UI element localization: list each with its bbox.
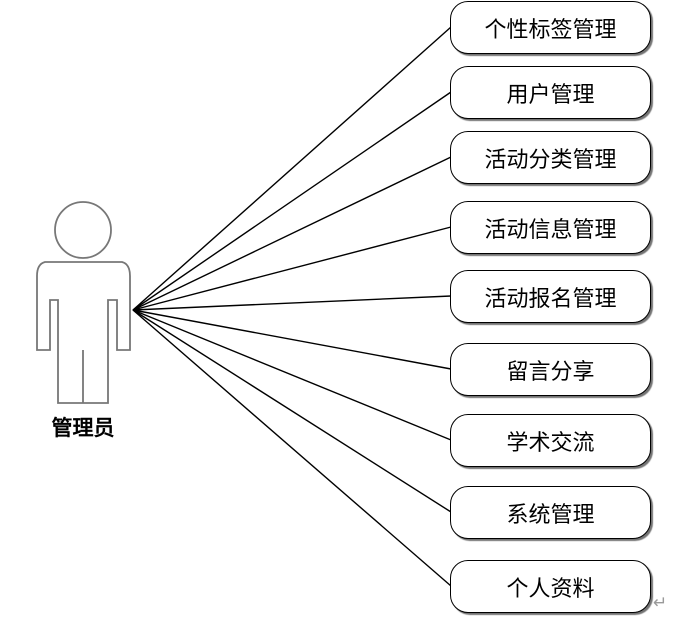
actor-figure-icon [36,201,131,404]
use-case-1: 个性标签管理 [450,1,651,54]
actor-label: 管理员 [51,416,115,440]
use-case-3: 活动分类管理 [450,131,651,184]
use-case-4: 活动信息管理 [450,201,651,254]
use-case-2: 用户管理 [450,66,651,119]
actor-head [54,201,112,259]
association-line-4 [132,226,452,311]
association-line-1 [132,26,452,311]
association-line-6 [132,309,452,370]
actor-body [36,261,131,404]
use-case-8: 系统管理 [450,486,651,539]
use-case-6: 留言分享 [450,343,651,396]
association-lines [132,26,452,587]
association-line-3 [132,156,452,311]
association-line-2 [132,91,452,311]
paragraph-mark: ↵ [653,593,668,613]
association-line-5 [132,295,452,311]
use-case-5: 活动报名管理 [450,270,651,323]
association-line-8 [132,309,452,513]
association-line-7 [132,309,452,441]
use-case-7: 学术交流 [450,414,651,467]
use-case-9: 个人资料 [450,560,651,613]
association-line-9 [132,309,452,587]
